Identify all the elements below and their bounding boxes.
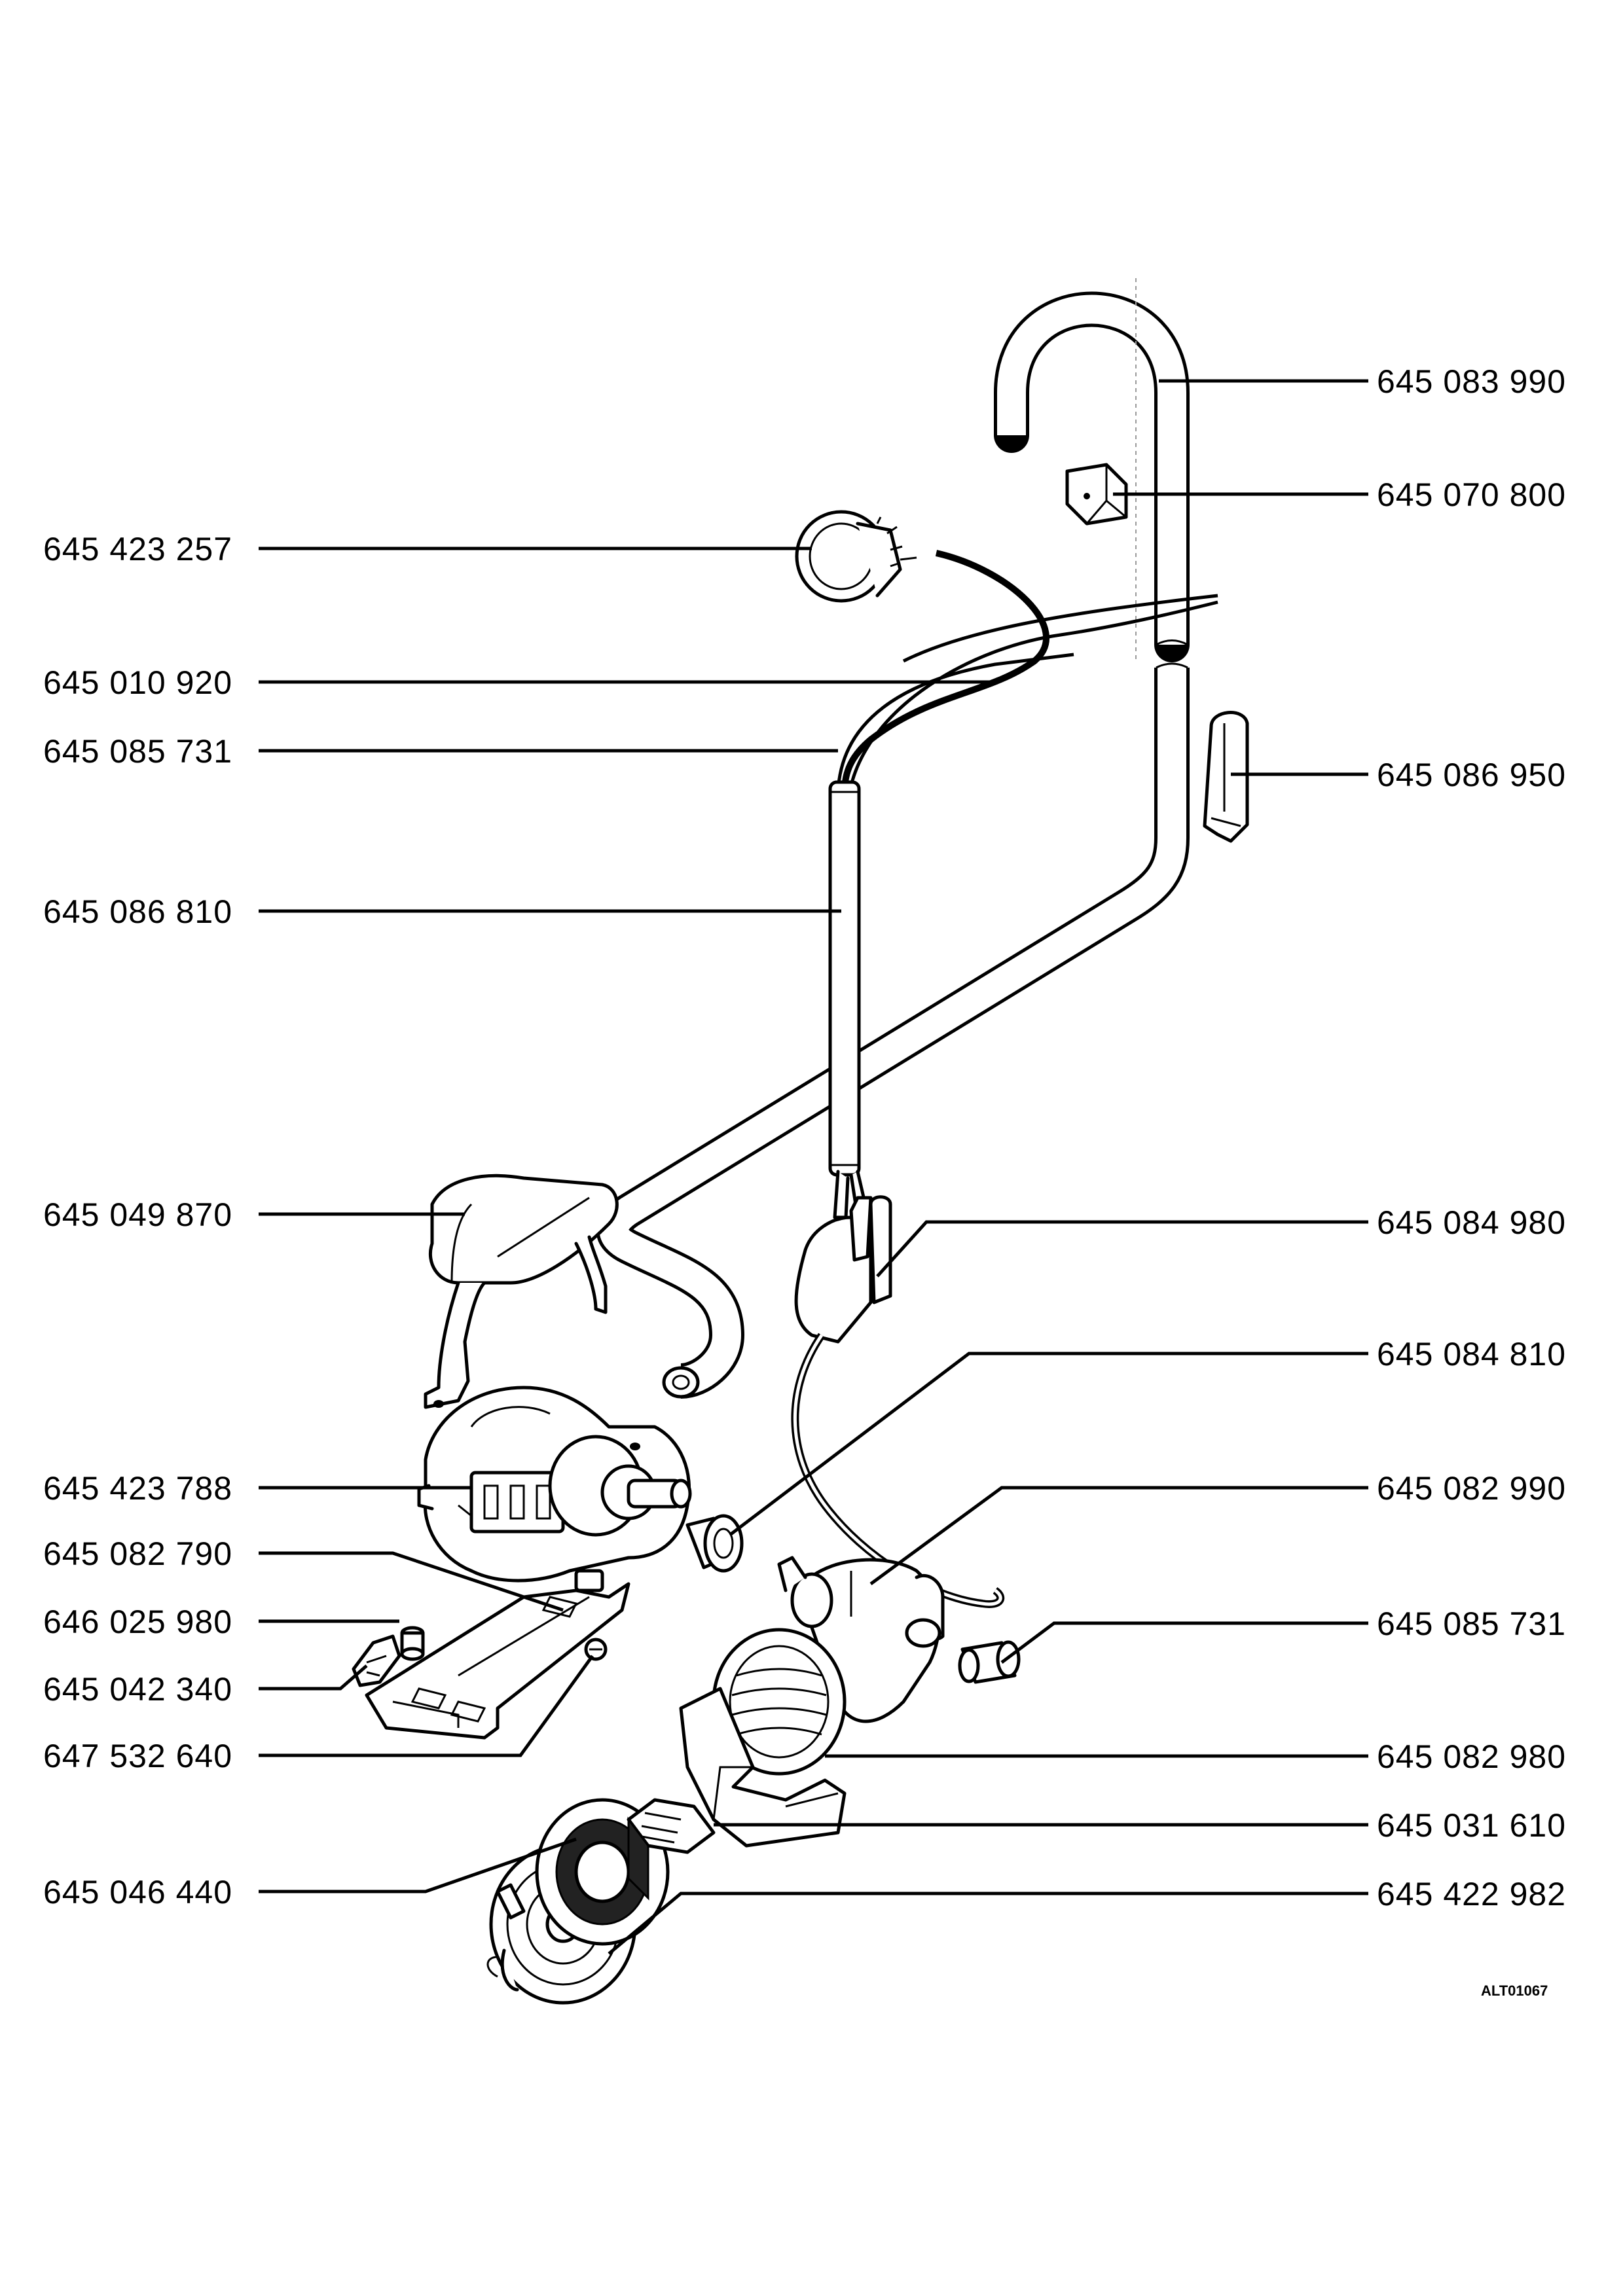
drain-hose-drawing	[596, 278, 1190, 1399]
filter-housing-drawing	[679, 1628, 847, 1848]
label-screw: 647 532 640	[43, 1738, 232, 1774]
label-pump-housing: 645 082 990	[1377, 1470, 1566, 1507]
label-bracket: 645 082 790	[43, 1535, 232, 1572]
label-stopper: 645 084 810	[1377, 1336, 1566, 1372]
label-pump-wheel: 645 422 982	[1377, 1876, 1566, 1912]
label-hose-guide: 645 086 950	[1377, 757, 1566, 793]
label-sleeve-b: 645 085 731	[1377, 1605, 1566, 1642]
label-clip: 645 042 340	[43, 1671, 232, 1708]
label-filter-housing: 645 082 980	[1377, 1738, 1566, 1775]
bracket-drawing	[365, 1569, 630, 1740]
sleeve-b-drawing	[958, 1640, 1021, 1684]
saddle-drawing	[424, 1174, 619, 1409]
spacer-drawing	[400, 1626, 425, 1661]
parts-drawing	[352, 278, 1249, 2005]
label-tube-cable: 645 086 810	[43, 893, 232, 930]
hose-clip-drawing	[1065, 463, 1128, 526]
stopper-drawing	[685, 1514, 744, 1573]
filter-grid-drawing	[627, 1798, 716, 1901]
label-cable-a: 645 010 920	[43, 664, 232, 701]
label-filter-grid: 645 031 610	[1377, 1807, 1566, 1844]
right-part-labels: 645 083 990 645 070 800 645 086 950 645 …	[1377, 363, 1566, 1912]
label-sleeve-a: 645 085 731	[43, 733, 232, 770]
left-part-labels: 645 423 257 645 010 920 645 085 731 645 …	[43, 531, 232, 1910]
label-motor-connector: 645 423 257	[43, 531, 232, 567]
label-pump-motor: 645 423 788	[43, 1470, 232, 1507]
label-plug: 645 084 980	[1377, 1204, 1566, 1241]
clip-drawing	[352, 1634, 401, 1687]
label-hose-clip: 645 070 800	[1377, 476, 1566, 513]
drawing-id: ALT01067	[1481, 1982, 1548, 1999]
motor-connector-drawing	[795, 510, 917, 603]
hose-guide-drawing	[1203, 711, 1249, 843]
screw-drawing	[584, 1638, 608, 1661]
label-spacer: 646 025 980	[43, 1604, 232, 1640]
label-saddle: 645 049 870	[43, 1196, 232, 1233]
plug-drawing	[791, 1195, 1005, 1608]
leader-lines	[259, 379, 1368, 1955]
pump-motor-drawing	[417, 1386, 692, 1583]
label-drain-hose: 645 083 990	[1377, 363, 1566, 400]
label-impeller-seal: 645 046 440	[43, 1874, 232, 1910]
